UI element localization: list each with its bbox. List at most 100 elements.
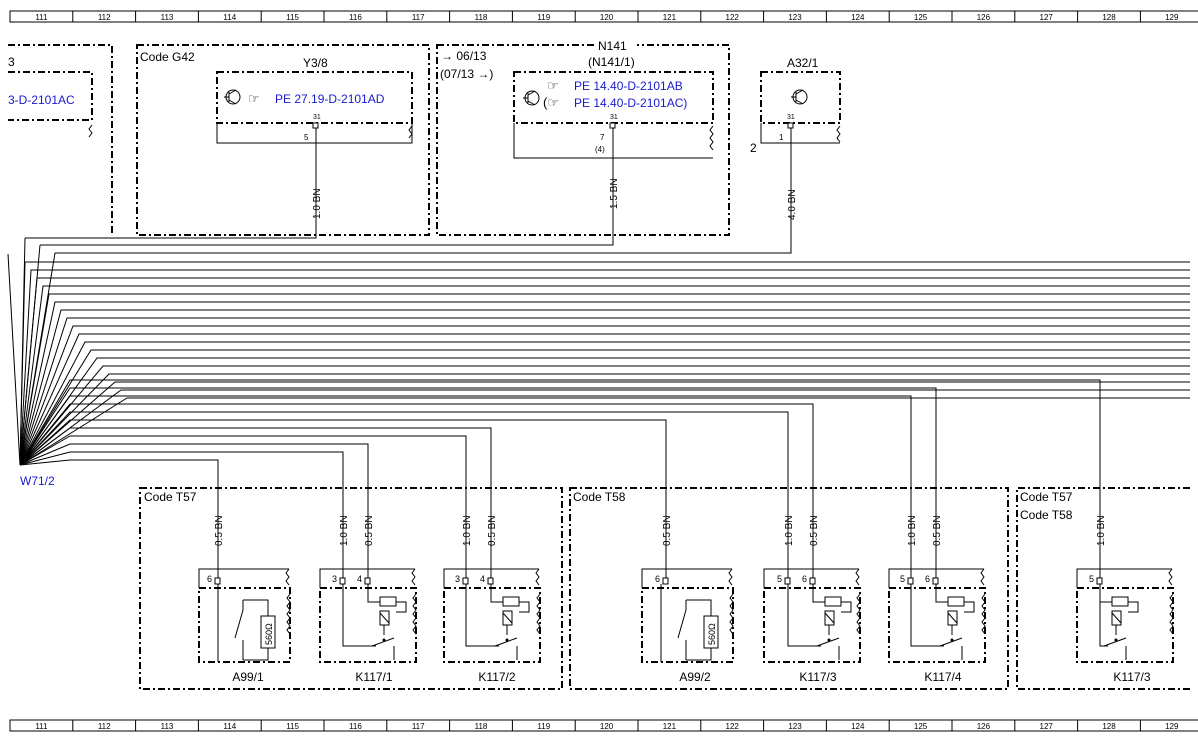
n141-pin-alt: (4) [595, 145, 605, 154]
relay-switch-icon [816, 625, 840, 660]
grid-column-label: 122 [726, 722, 740, 731]
y3-8-pe-link[interactable]: PE 27.19-D-2101AD [275, 92, 385, 106]
n141-pe1-link[interactable]: PE 14.40-D-2101AB [574, 79, 683, 93]
harness-wire [19, 341, 1190, 466]
n141-component: N141 (N141/1) → 06/13 (07/13 →) ☞ PE 14.… [40, 38, 730, 246]
grid-column-label: 127 [1040, 13, 1054, 22]
grid-column-label: 125 [914, 13, 928, 22]
harness-wire [19, 333, 1190, 466]
wire-label: 0.5 BN [809, 515, 820, 546]
grid-column-label: 121 [663, 722, 677, 731]
wire-label: 1.0 BN [1096, 515, 1107, 546]
group-code-t57-t58: Code T57 Code T58 [1016, 487, 1190, 690]
n141-pin: 7 [600, 133, 605, 142]
harness-wire [19, 261, 1190, 466]
left-partial-component: 3 3-D-2101AC [8, 44, 113, 235]
wire-label: 0.5 BN [364, 515, 375, 546]
y3-8-name: Y3/8 [303, 56, 328, 70]
n141-ground-pin: 31 [610, 114, 618, 121]
group-code-label-2: Code T58 [1020, 508, 1073, 522]
pointing-hand-icon: ☞ [248, 91, 260, 106]
wire-label: 0.5 BN [487, 515, 498, 546]
resistor-value: 560Ω [264, 623, 274, 645]
harness-wire [19, 403, 814, 578]
grid-column-label: 121 [663, 13, 677, 22]
n141-wire: 1.5 BN [609, 178, 620, 209]
group-code-label: Code T58 [573, 490, 626, 504]
grid-column-label: 116 [349, 722, 362, 731]
grid-column-label: 123 [788, 13, 802, 22]
resistor-value: 560Ω [707, 623, 717, 645]
relay-switch-icon [494, 625, 518, 660]
grid-column-label: 129 [1165, 722, 1179, 731]
group-code-label: Code T57 [144, 490, 197, 504]
grid-column-label: 117 [412, 13, 425, 22]
harness-wire [19, 419, 667, 578]
harness-wire [19, 325, 1190, 466]
svg-text:→ 06/13: → 06/13 [441, 49, 487, 63]
grid-column-label: 129 [1165, 13, 1179, 22]
harness-wire [19, 373, 1190, 466]
resistor-icon [379, 596, 397, 607]
n141-alt-name: (N141/1) [588, 55, 635, 69]
grid-column-label: 111 [35, 722, 48, 731]
grid-column-label: 118 [475, 722, 488, 731]
grid-column-label: 124 [851, 13, 865, 22]
grid-column-label: 120 [600, 722, 614, 731]
a32-1-name: A32/1 [787, 56, 819, 70]
grid-column-label: 127 [1040, 722, 1054, 731]
left-partial-pe-link[interactable]: 3-D-2101AC [8, 93, 75, 107]
harness-wire [19, 379, 1101, 578]
grid-column-label: 124 [851, 722, 865, 731]
grid-column-label: 114 [223, 722, 236, 731]
pin-label: 4 [480, 574, 485, 584]
wire-label: 1.0 BN [907, 515, 918, 546]
grid-column-label: 128 [1102, 722, 1116, 731]
y3-8-wire: 1.0 BN [312, 188, 323, 219]
component-name: K117/3 [799, 670, 836, 684]
grid-column-label: 118 [475, 13, 488, 22]
y3-8-ground-pin: 31 [313, 114, 321, 121]
wire-label: 0.5 BN [662, 515, 673, 546]
pin-label: 3 [455, 574, 460, 584]
pin-label: 5 [900, 574, 905, 584]
grid-column-label: 113 [161, 13, 174, 22]
harness-wire [19, 459, 219, 578]
grid-column-label: 114 [223, 13, 236, 22]
grid-column-label: 111 [35, 13, 48, 22]
wire-label: 0.5 BN [932, 515, 943, 546]
resistor-icon [1111, 596, 1129, 607]
wire-label: 1.0 BN [784, 515, 795, 546]
component-name: K117/1 [355, 670, 392, 684]
grid-column-label: 116 [349, 13, 362, 22]
pin-label: 6 [925, 574, 930, 584]
resistor-icon [824, 596, 842, 607]
harness-wire [19, 427, 492, 578]
harness-label: W71/2 [20, 474, 55, 488]
grid-column-label: 119 [537, 13, 550, 22]
wire-label: 0.5 BN [214, 515, 225, 546]
n141-name: N141 [598, 39, 627, 53]
group-code-t57: Code T57 [139, 487, 563, 690]
harness-wire [19, 411, 789, 578]
grid-column-label: 128 [1102, 13, 1116, 22]
relay-switch-icon [939, 625, 963, 660]
pin-label: 5 [777, 574, 782, 584]
harness-wire [19, 349, 1190, 466]
pin-label: 4 [357, 574, 362, 584]
grid-column-label: 125 [914, 722, 928, 731]
n141-pe2-link[interactable]: PE 14.40-D-2101AC) [574, 96, 687, 110]
relay-switch-icon [371, 625, 395, 660]
y3-8-component: Code G42 Y3/8 ☞ PE 27.19-D-2101AD 31 5 1… [25, 44, 430, 239]
grid-column-label: 117 [412, 722, 425, 731]
harness-wire [19, 387, 937, 578]
component-name: K117/3 [1113, 670, 1150, 684]
harness-wire [19, 365, 1190, 466]
harness-wire [19, 269, 1190, 466]
